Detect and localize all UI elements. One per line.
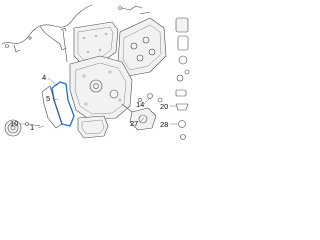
dipstick-tube: [60, 27, 68, 63]
oil-filter-assembly: [175, 17, 190, 140]
callout-27: 27: [130, 119, 138, 128]
callout-4: 4: [42, 73, 46, 82]
sensor-wire: [118, 5, 151, 15]
engine-block: [69, 55, 133, 121]
callout-1: 1: [30, 123, 34, 132]
valve-cover: [117, 17, 167, 77]
callout-20: 20: [160, 102, 168, 111]
wire-harness: [1, 4, 93, 53]
oil-pan: [77, 115, 109, 139]
leader-5: [51, 97, 59, 101]
leader-4: [47, 77, 59, 87]
callout-10: 10: [10, 119, 18, 128]
engine-parts-diagram: 4 5 10 1 14 20 27 28: [1, 4, 190, 140]
leader-14: [143, 97, 151, 105]
crank-bolt: [25, 122, 41, 127]
top-cover: [73, 21, 119, 65]
callout-14: 14: [136, 100, 144, 109]
callout-28: 28: [160, 120, 168, 129]
leader-27: [139, 117, 145, 123]
front-cover: [41, 85, 63, 129]
crankshaft-pulley: [4, 119, 22, 137]
leader-1: [37, 125, 45, 129]
callout-5: 5: [46, 94, 50, 103]
